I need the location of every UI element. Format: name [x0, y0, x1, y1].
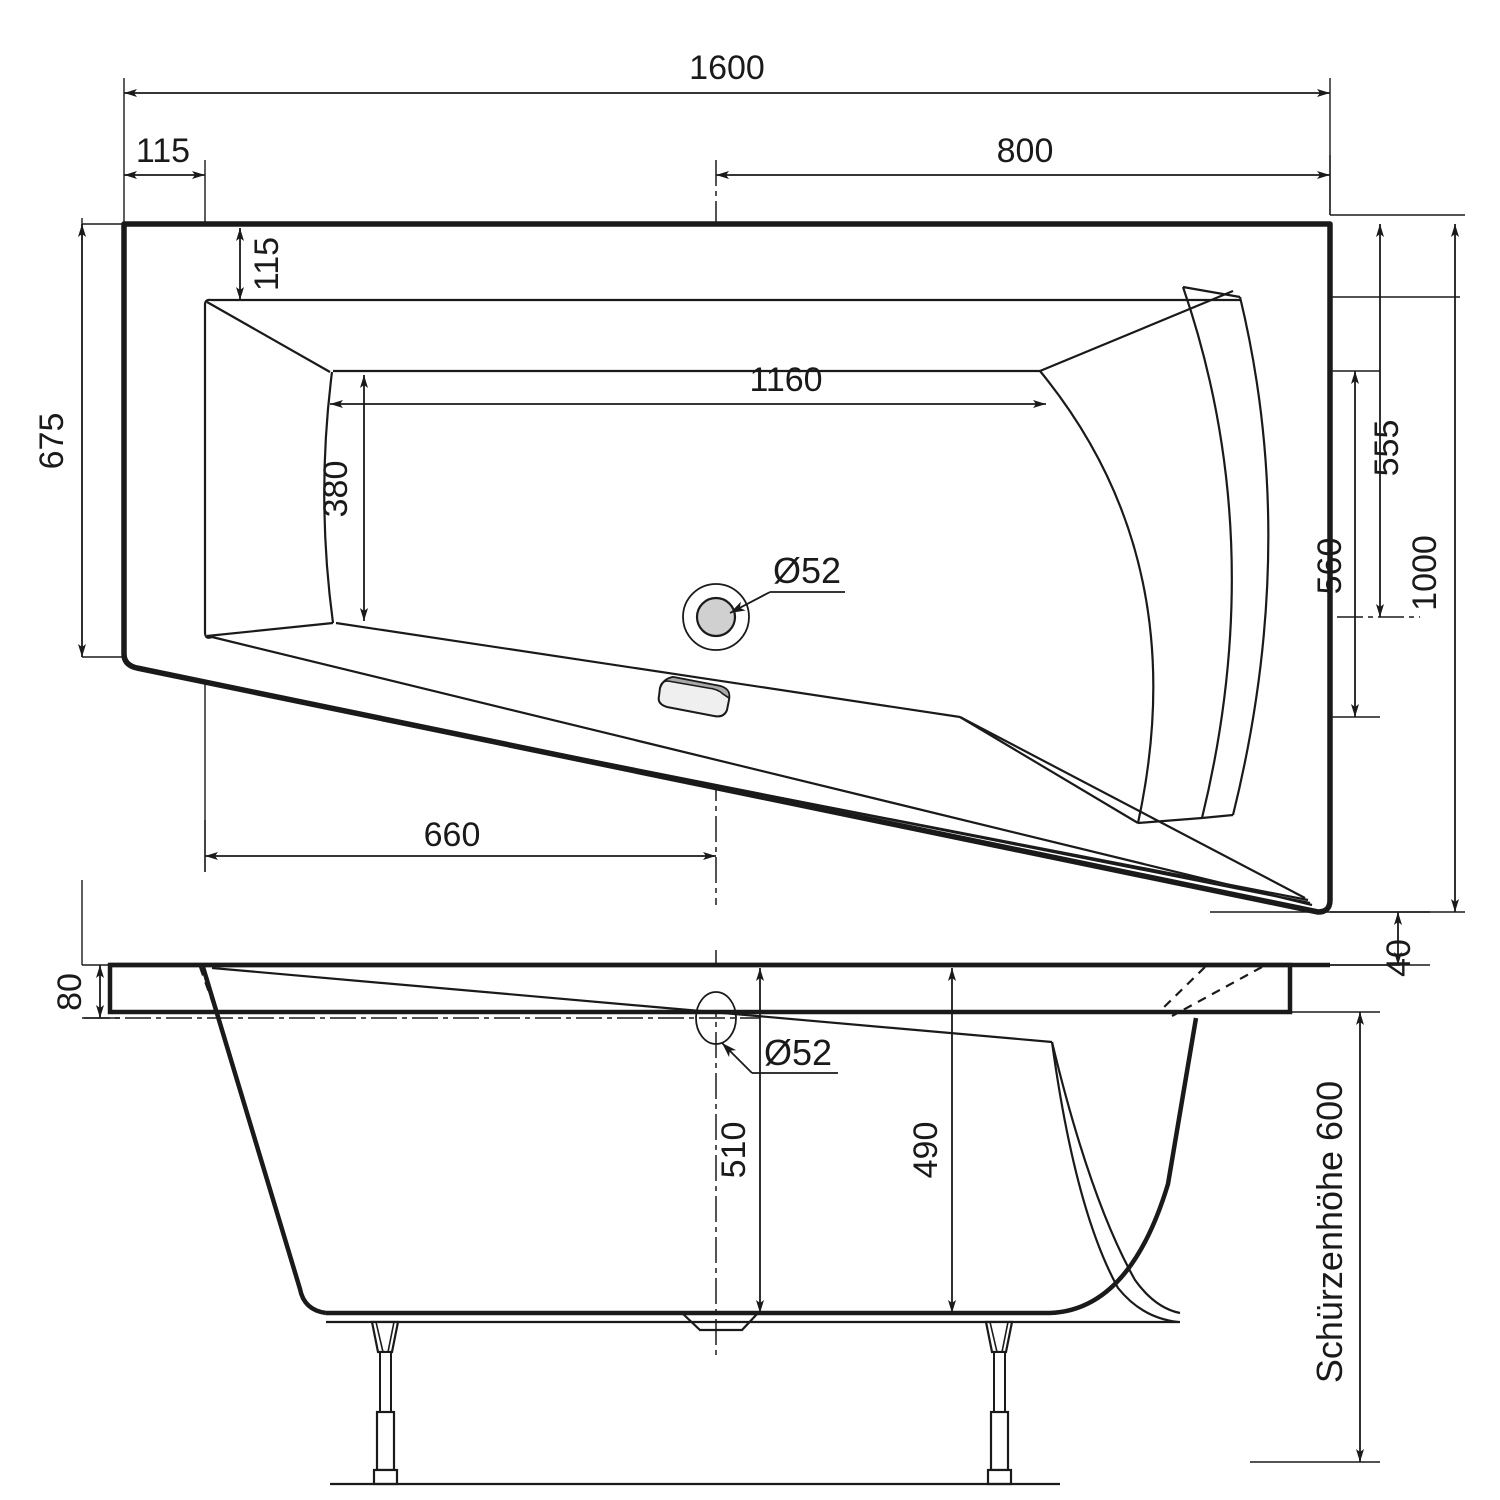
dia52-section-leader	[721, 1042, 838, 1074]
dim-115v-text: 115	[248, 237, 286, 291]
section-inner-bottom-curve	[1050, 1041, 1181, 1315]
dim-380-text: 380	[317, 461, 355, 518]
plan-right-bottom-slant2	[1137, 816, 1203, 825]
apron-height-text: Schürzenhöhe 600	[1309, 1081, 1350, 1383]
dim-660-text: 660	[424, 816, 481, 854]
hidden-right-edge-1	[1157, 966, 1206, 1014]
dim-1600-text: 1600	[689, 49, 765, 87]
plan-right-bottom-slant3	[1201, 813, 1234, 820]
plan-outer-body	[121, 221, 1333, 915]
dim-800-text: 800	[997, 132, 1054, 170]
section-inner-lines	[211, 966, 1181, 1332]
plan-right-top-slant	[1039, 289, 1234, 373]
plan-front-slope-3	[491, 740, 1309, 902]
leg-right-shaft	[993, 1351, 1006, 1413]
hidden-left-edge	[198, 966, 218, 1013]
drain-inner-circle	[695, 596, 737, 638]
leg-right-adjuster	[989, 1410, 1010, 1472]
dim-80-text: 80	[51, 973, 89, 1011]
plan-backrest-curve-outer	[1231, 296, 1270, 816]
dim-560-text: 560	[1311, 538, 1349, 595]
leg-right-foot	[986, 1468, 1013, 1486]
dim-1160-text: 1160	[749, 361, 822, 399]
leg-left-bracket	[370, 1320, 400, 1354]
section-rim-slab	[107, 962, 1293, 1015]
dim-115h-text: 115	[136, 132, 190, 170]
section-hidden-lines	[198, 966, 1263, 1017]
plan-bowl-left-curve	[323, 371, 335, 624]
dim-510-text: 510	[715, 1122, 753, 1179]
plan-wall-top-left	[206, 301, 331, 373]
section-dimensions	[96, 965, 1364, 1462]
leg-right-bracket	[984, 1320, 1014, 1354]
plan-wall-bottom-left	[206, 621, 334, 638]
section-legs	[330, 1320, 1060, 1486]
plan-backrest-curve-inner	[1039, 370, 1155, 824]
plan-left-inner-corner	[203, 631, 213, 639]
plan-dimensions	[78, 89, 1459, 965]
plan-right-top-slant2	[1182, 285, 1241, 299]
leg-left-shaft	[379, 1351, 392, 1413]
plan-drain	[682, 583, 750, 651]
plan-right-bottom-slant	[959, 716, 1139, 824]
dia52-plan-leader	[729, 591, 845, 614]
dim-490-text: 490	[907, 1122, 945, 1179]
section-rim	[107, 962, 1330, 1015]
leg-right	[984, 1320, 1014, 1486]
overflow-top-face	[659, 676, 731, 700]
dia52-plan-text: Ø52	[773, 550, 841, 591]
section-dimension-texts: 80 Ø52 510 490 Schürzenhöhe 600	[51, 973, 1350, 1383]
plan-tub-outline	[121, 221, 1333, 915]
leg-left	[370, 1320, 400, 1486]
plan-dimension-texts: 1600 115 800 115 675 1160 380 555 560 10…	[33, 49, 1444, 977]
section-view: 80 Ø52 510 490 Schürzenhöhe 600	[51, 880, 1400, 1486]
plan-view: 1600 115 800 115 675 1160 380 555 560 10…	[33, 49, 1465, 977]
plan-bowl-bottom	[335, 621, 961, 719]
hidden-right-edge-2	[1171, 966, 1263, 1017]
plan-rim-left	[203, 298, 212, 306]
section-inner-seat-curve	[1050, 1041, 1179, 1324]
section-tub-body	[200, 966, 1199, 1316]
dim-1000-text: 1000	[1406, 535, 1444, 611]
section-left-wall	[200, 966, 327, 1316]
dim-555-text: 555	[1368, 420, 1406, 477]
dim-40-text: 40	[1380, 939, 1418, 977]
leg-left-adjuster	[375, 1410, 396, 1472]
plan-front-slope-1	[211, 635, 1313, 907]
plan-front-taper	[959, 716, 1306, 899]
section-slope-line	[211, 966, 1053, 1044]
section-center-notch	[681, 1312, 759, 1332]
dia52-section-text: Ø52	[764, 1032, 832, 1073]
section-right-wall	[1049, 1017, 1199, 1316]
dim-675-text: 675	[33, 413, 71, 470]
plan-inner-geometry	[203, 285, 1313, 907]
section-drain-circle	[695, 991, 737, 1045]
plan-overflow-fitting	[657, 675, 731, 718]
section-centerlines	[84, 950, 760, 1360]
plan-backrest-curve-mid	[1181, 286, 1233, 819]
leg-left-foot	[372, 1468, 399, 1486]
